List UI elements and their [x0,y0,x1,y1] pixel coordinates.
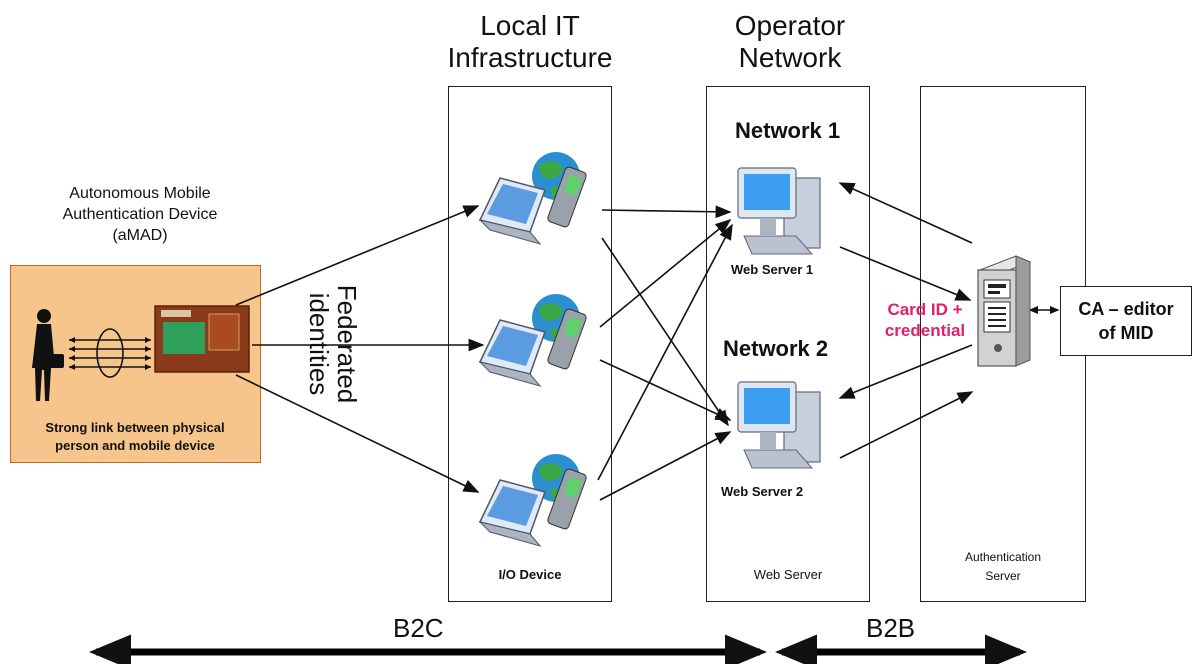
network-1-label: Network 1 [735,118,841,143]
io-device-icon-3 [478,454,587,547]
local-it-header: Local IT Infrastructure [447,10,613,73]
web-server-caption: Web Server [753,567,823,582]
amad-illustration [32,305,250,401]
io-device-icon-2 [478,294,587,387]
amad-caption: Strong link between physical person and … [45,420,225,453]
card-id-credential-label: Card ID + credential [884,300,966,340]
io-device-icon-1 [478,152,587,245]
authentication-server-caption: Authentication Server [964,550,1042,583]
web-server-2-icon [737,381,821,469]
web-server-1-label: Web Server 1 [731,262,814,277]
web-server-1-icon [737,167,821,255]
mobile-device-icon [154,305,250,373]
operator-network-header: Operator Network [734,10,846,73]
ca-editor-box: CA – editor of MID [1060,286,1192,356]
web-server-2-label: Web Server 2 [721,484,804,499]
amad-title: Autonomous Mobile Authentication Device … [62,185,218,244]
amad-panel: Strong link between physical person and … [10,265,261,463]
person-icon [32,309,64,401]
io-device-caption: I/O Device [498,567,562,582]
authentication-server-icon [977,255,1032,367]
network-2-label: Network 2 [723,336,829,361]
